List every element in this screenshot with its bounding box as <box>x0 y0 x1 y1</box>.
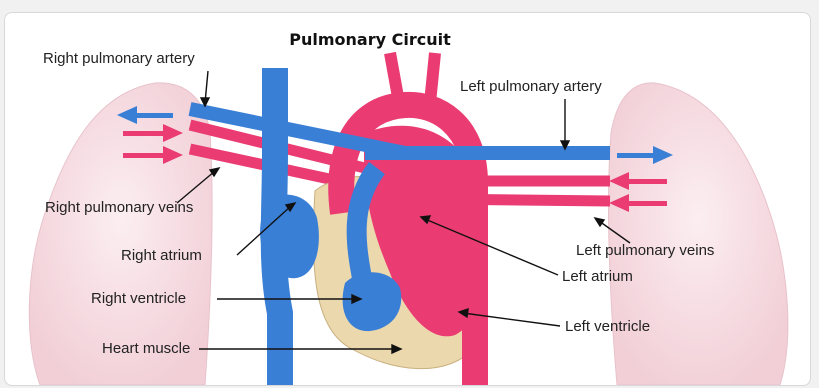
left-lung <box>609 83 788 385</box>
label-right-pulmonary-veins: Right pulmonary veins <box>45 199 193 216</box>
label-right-pulmonary-artery: Right pulmonary artery <box>43 50 195 67</box>
label-left-pulmonary-veins: Left pulmonary veins <box>576 242 714 259</box>
label-heart-muscle: Heart muscle <box>102 340 190 357</box>
label-right-ventricle: Right ventricle <box>91 290 186 307</box>
pulmonary-circuit-diagram: Pulmonary Circuit Right pulmonary artery… <box>5 13 810 385</box>
diagram-title: Pulmonary Circuit <box>289 30 451 49</box>
diagram-card: Pulmonary Circuit Right pulmonary artery… <box>4 12 811 386</box>
label-left-pulmonary-artery: Left pulmonary artery <box>460 78 602 95</box>
label-right-atrium: Right atrium <box>121 247 202 264</box>
label-left-ventricle: Left ventricle <box>565 318 650 335</box>
label-left-atrium: Left atrium <box>562 268 633 285</box>
